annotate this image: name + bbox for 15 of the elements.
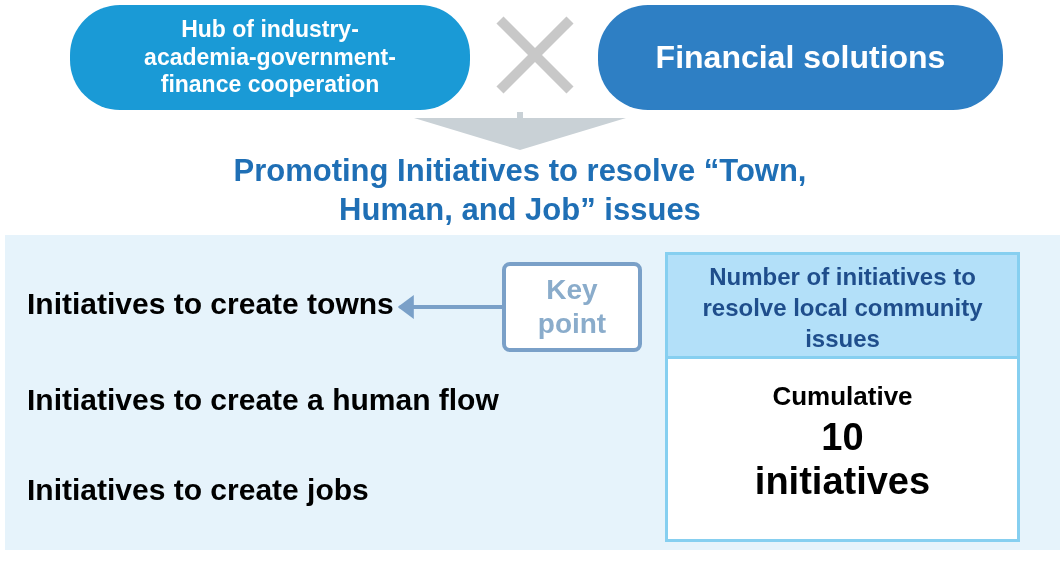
arrow: [414, 112, 626, 150]
callout-box: [502, 262, 642, 352]
pill-label: Hub of industry-academia-government-finance cooperation: [143, 16, 397, 99]
heading-text: Promoting Initiatives to resolve “Town, Human, and Job” issues: [220, 152, 820, 234]
callout-pointer: [397, 295, 502, 319]
pill-label: Financial solutions: [654, 38, 947, 77]
item-text: Initiatives to create a human flow: [27, 383, 499, 417]
info-table: [665, 252, 1020, 542]
counter-label: Cumulative: [772, 381, 913, 412]
table-header-cell: Number of initiatives to resolve local community issues: [668, 255, 1017, 359]
callout-label: Key point: [536, 273, 608, 341]
item-text: Initiatives to create jobs: [27, 473, 369, 507]
counter-value: 10 initiatives: [753, 416, 932, 504]
panel-background: [5, 235, 1060, 550]
item-text: Initiatives to create towns: [27, 287, 394, 321]
